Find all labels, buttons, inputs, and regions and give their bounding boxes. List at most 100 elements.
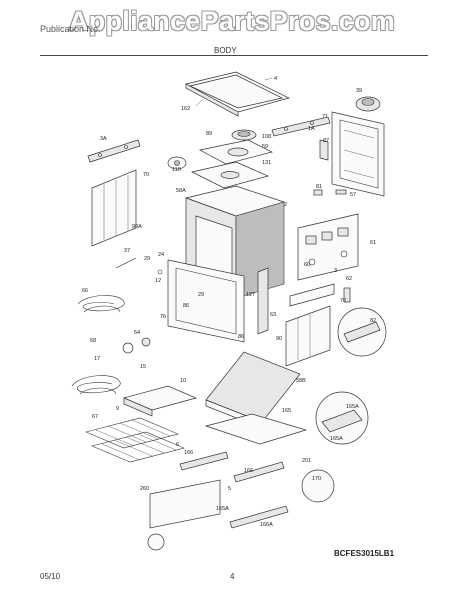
- callout-59: 59: [262, 144, 268, 150]
- part-insulation-strip[interactable]: [257, 267, 269, 335]
- callout-86b: 86: [238, 334, 244, 340]
- part-back-panel[interactable]: [331, 111, 385, 197]
- callout-58a: 58A: [176, 188, 186, 194]
- callout-68: 68: [90, 338, 96, 344]
- part-thermostat[interactable]: [167, 156, 187, 170]
- callout-81: 81: [316, 184, 322, 190]
- callout-37: 37: [124, 248, 130, 254]
- callout-86a: 86: [183, 303, 189, 309]
- part-oven-lamp[interactable]: [122, 337, 151, 354]
- callout-54: 54: [134, 330, 140, 336]
- part-left-side-panel[interactable]: [91, 169, 137, 247]
- callout-6: 6: [176, 442, 179, 448]
- detail-circle-170: [301, 469, 335, 503]
- part-broil-pan[interactable]: [122, 385, 198, 417]
- part-side-trim[interactable]: [87, 139, 141, 163]
- callout-62: 62: [346, 276, 352, 282]
- callout-67: 67: [92, 414, 98, 420]
- callout-4: 4: [274, 76, 277, 82]
- part-probe[interactable]: [115, 257, 137, 269]
- part-right-side-panel[interactable]: [297, 213, 359, 281]
- part-vent-plate[interactable]: [190, 161, 270, 189]
- part-back-trim[interactable]: [271, 116, 331, 137]
- callout-127: 127: [246, 292, 255, 298]
- part-clip-81[interactable]: [313, 189, 323, 196]
- callout-61: 61: [370, 240, 376, 246]
- part-heat-shield[interactable]: [289, 283, 335, 307]
- part-duct[interactable]: [198, 139, 273, 165]
- callout-71: 71: [322, 114, 328, 120]
- callout-29b: 29: [198, 292, 204, 298]
- callout-108: 108: [262, 134, 271, 140]
- callout-165a1: 165A: [346, 404, 359, 410]
- watermark: AppliancePartsPros.com: [68, 6, 396, 36]
- callout-90b: 90: [276, 336, 282, 342]
- part-drawer-rail-right[interactable]: [233, 461, 285, 483]
- detail-circle-82: [337, 307, 387, 357]
- callout-2: 2: [284, 202, 287, 208]
- publication-label: Publication No.: [40, 24, 101, 34]
- part-front-frame[interactable]: [167, 259, 245, 343]
- callout-70a: 70: [143, 172, 149, 178]
- part-right-lower-panel[interactable]: [285, 305, 331, 367]
- part-top-panel[interactable]: [185, 71, 290, 117]
- callout-165: 165: [282, 408, 291, 414]
- callout-39: 39: [356, 88, 362, 94]
- part-clip-57[interactable]: [335, 189, 347, 195]
- diagram-code: BCFES3015LB1: [334, 549, 395, 558]
- part-vent-assembly[interactable]: [231, 129, 257, 141]
- section-title: BODY: [214, 46, 237, 55]
- part-drawer-rail-lower[interactable]: [229, 505, 289, 529]
- callout-66: 66: [82, 288, 88, 294]
- callout-3a: 3A: [100, 136, 107, 142]
- callout-166b: 166: [244, 468, 253, 474]
- footer-date: 05/10: [40, 572, 61, 581]
- callout-9: 9: [116, 406, 119, 412]
- part-bottom-plate[interactable]: [204, 413, 308, 445]
- part-drawer-front[interactable]: [149, 479, 221, 529]
- callout-89: 89: [206, 131, 212, 137]
- footer-page-number: 4: [230, 572, 235, 581]
- callout-70b: 70: [340, 298, 346, 304]
- detail-circle-165a: [315, 391, 369, 445]
- callout-12: 12: [155, 278, 161, 284]
- part-bracket-70[interactable]: [343, 287, 351, 303]
- callout-5: 5: [228, 486, 231, 492]
- callout-58b: 58B: [296, 378, 306, 384]
- callout-170: 170: [312, 476, 321, 482]
- part-leveling-leg[interactable]: [147, 533, 165, 551]
- callout-110: 110: [172, 167, 181, 173]
- callout-3: 3: [334, 268, 337, 274]
- callout-166a: 166: [184, 450, 193, 456]
- part-broil-element[interactable]: [77, 295, 125, 313]
- callout-166a2: 166A: [260, 522, 273, 528]
- callout-201: 201: [302, 458, 311, 464]
- callout-17: 17: [94, 356, 100, 362]
- callout-82: 82: [370, 318, 376, 324]
- part-screw-12[interactable]: [157, 269, 163, 275]
- callout-10: 10: [180, 378, 186, 384]
- callout-60: 60: [304, 262, 310, 268]
- callout-1a: 1A: [308, 126, 315, 132]
- callout-63: 63: [270, 312, 276, 318]
- callout-165a2: 165A: [330, 436, 343, 442]
- part-bracket-87[interactable]: [319, 139, 329, 161]
- callout-57: 57: [350, 192, 356, 198]
- callout-24: 24: [158, 252, 164, 258]
- callout-131: 131: [262, 160, 271, 166]
- callout-260: 260: [140, 486, 149, 492]
- part-bake-element[interactable]: [71, 375, 121, 395]
- callout-90a: 90A: [132, 224, 142, 230]
- part-drawer-rail-left[interactable]: [179, 451, 229, 471]
- part-oven-racks[interactable]: [85, 417, 185, 463]
- part-vent-grill[interactable]: [355, 96, 381, 112]
- callout-29a: 29: [144, 256, 150, 262]
- callout-15: 15: [140, 364, 146, 370]
- header-rule: [40, 55, 428, 56]
- callout-162: 162: [181, 106, 190, 112]
- callout-76: 76: [160, 314, 166, 320]
- callout-165a3: 165A: [216, 506, 229, 512]
- callout-87: 87: [323, 138, 329, 144]
